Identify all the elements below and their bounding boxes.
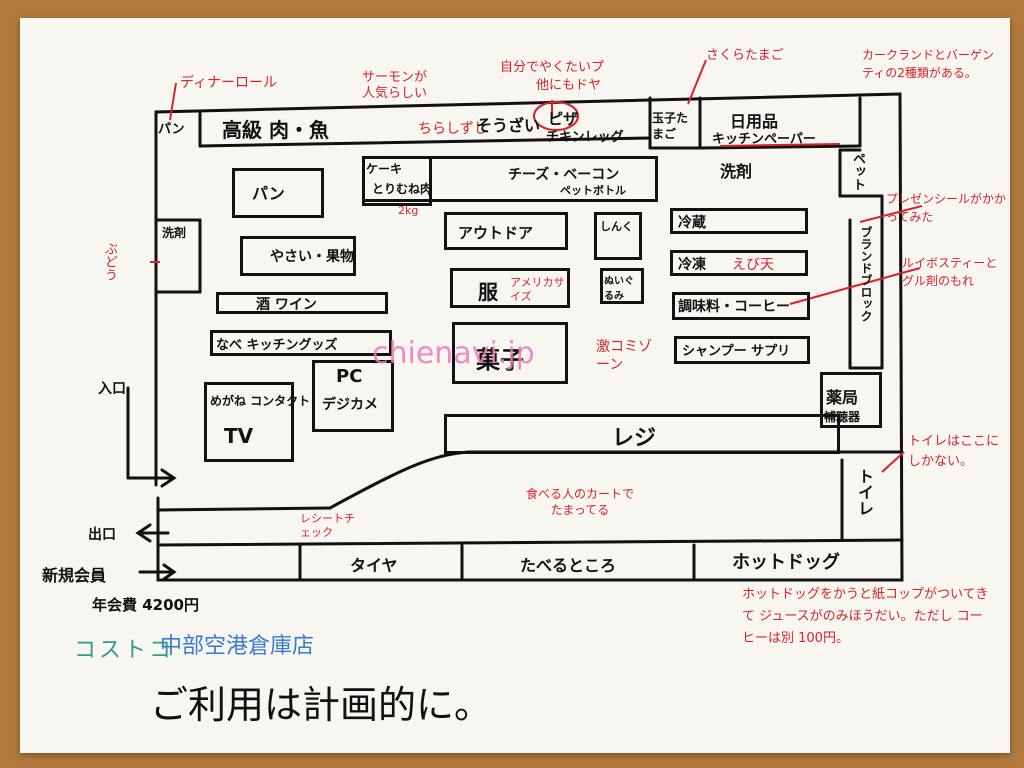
label-brand: ブランドブロック xyxy=(859,226,873,322)
box-cheese-bacon xyxy=(362,156,658,202)
label-nabe: なべ キッチングッズ xyxy=(216,338,338,353)
box-reito xyxy=(670,250,808,276)
label-pc: PC xyxy=(336,366,363,387)
box-shinku xyxy=(594,212,642,260)
box-shampoo xyxy=(674,336,810,364)
label-twokg: 2kg xyxy=(398,204,419,217)
label-toriniku: とりむね肉 xyxy=(372,182,433,196)
note-kirkland: カークランドとバーゲンティの2種類がある。 xyxy=(862,48,995,80)
label-tamago: 玉子たまご xyxy=(652,111,689,141)
note-presents: プレゼンシールがかかってみた xyxy=(886,192,1007,224)
label-signup: 新規会員 xyxy=(42,566,107,585)
store-name-b: 中部空港倉庫店 xyxy=(160,634,315,659)
label-pizza: ピザ xyxy=(548,110,579,128)
label-shampoo: シャンプー サプリ xyxy=(682,344,791,359)
label-tire: タイヤ xyxy=(350,556,398,575)
label-cheese: チーズ・ベーコン xyxy=(508,167,620,183)
label-toilet: トイレ xyxy=(855,468,874,516)
note-toilet: トイレはここにしかない。 xyxy=(908,434,1000,469)
watermark: chienavi.jp xyxy=(372,336,535,371)
label-pan: パン xyxy=(252,184,285,203)
label-sushi: ちらしずし xyxy=(418,121,488,137)
label-nuigurumi: ぬいぐるみ xyxy=(604,276,634,302)
label-reito: 冷凍 xyxy=(678,257,706,273)
label-cart: 食べる人のカートでたまってる xyxy=(525,487,634,517)
label-chomi: 調味料・コーヒー xyxy=(678,299,790,315)
label-shinku: しんく xyxy=(600,220,633,233)
box-megane xyxy=(204,382,294,462)
note-dinner: ディナーロール xyxy=(180,75,278,91)
label-yasai: やさい・果物 xyxy=(270,249,354,265)
box-yasai xyxy=(240,236,356,276)
box-kusuri xyxy=(820,372,882,428)
label-hoken: 補聴器 xyxy=(824,410,861,424)
box-outdoor xyxy=(444,212,568,250)
box-nabe xyxy=(210,330,392,356)
label-ebi: えび天 xyxy=(732,257,774,273)
box-nuigurumi xyxy=(600,268,644,304)
label-tv: TV xyxy=(224,424,254,448)
label-hotdog: ホットドッグ xyxy=(732,552,840,573)
label-pettobottle: ペットボトル xyxy=(560,184,626,197)
note-salmon: サーモンが人気らしい xyxy=(362,70,428,101)
box-fuku xyxy=(450,268,570,308)
label-megane: めがね コンタクト xyxy=(210,394,311,408)
note-louis: ルイボスティーとグル剤のもれ xyxy=(902,256,998,288)
box-wine xyxy=(216,292,388,314)
note-hotdog: ホットドッグをかうと紙コップがついてきて ジュースがのみほうだい。ただし コーヒ… xyxy=(742,587,989,646)
label-fuku: 服 xyxy=(478,280,498,304)
label-kusuri: 薬局 xyxy=(826,388,859,407)
label-senzai-left: 洗剤 xyxy=(162,226,187,240)
label-kitchen: キッチンペーパー xyxy=(712,132,816,147)
label-exit: 出口 xyxy=(88,527,116,543)
label-outdoor: アウトドア xyxy=(458,224,534,242)
label-chicken: チキンレッグ xyxy=(546,130,624,145)
box-reizo xyxy=(670,208,808,234)
label-receipt: レシートチェック xyxy=(300,512,355,539)
note-jibun: 自分でやくたいプ xyxy=(500,60,605,75)
label-nichiyohin: 日用品 xyxy=(730,112,779,131)
label-digicame: デジカメ xyxy=(322,397,378,413)
note-budo: ぶどう xyxy=(102,242,117,281)
label-wine: 酒 ワイン xyxy=(256,297,317,313)
label-meat-fish: 高級 肉・魚 xyxy=(222,118,329,142)
label-entrance: 入口 xyxy=(98,381,126,397)
store-name-a: コストコ xyxy=(74,638,175,663)
label-fee: 年会費 4200円 xyxy=(92,596,199,614)
box-kashi xyxy=(452,322,568,384)
label-taberu: たべるところ xyxy=(520,556,617,575)
label-cake: ケーキ xyxy=(366,162,403,176)
label-regi: レジ xyxy=(612,426,657,451)
box-chomi xyxy=(672,292,810,320)
label-sozai: そうざい xyxy=(476,116,541,135)
label-america: アメリカサイズ xyxy=(510,276,565,303)
note-sakura: さくらたまご xyxy=(706,48,784,63)
box-pan xyxy=(232,168,324,218)
motto: ご利用は計画的に。 xyxy=(150,683,493,727)
label-senzai: 洗剤 xyxy=(720,162,753,181)
box-regi xyxy=(444,414,840,454)
label-pan-left: パン xyxy=(158,122,185,137)
box-pc xyxy=(312,360,394,432)
label-pet: ペット xyxy=(850,152,865,191)
label-gekikomi: 激コミゾーン xyxy=(596,339,652,373)
label-kashi: 菓子 xyxy=(476,346,524,374)
label-reizo: 冷蔵 xyxy=(678,215,706,231)
note-hokanimo: 他にもドヤ xyxy=(536,78,602,93)
